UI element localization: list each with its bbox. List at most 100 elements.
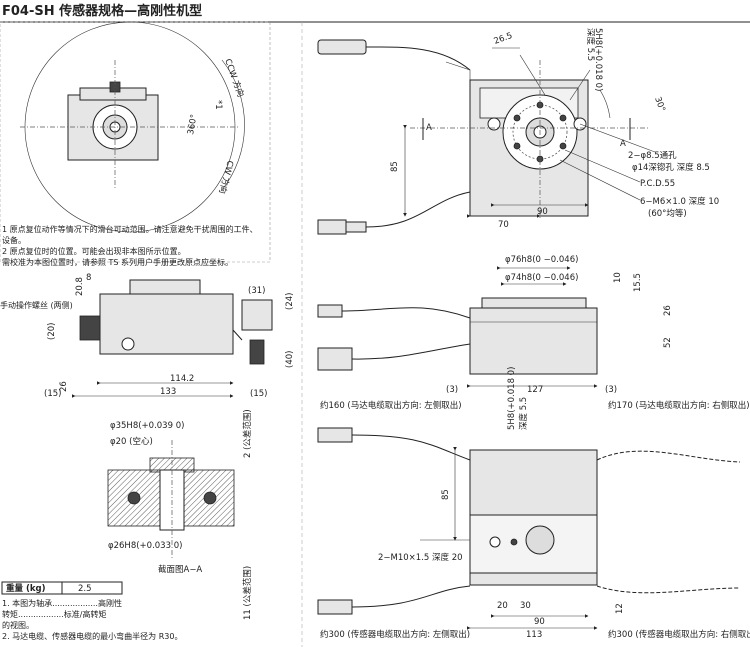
sensor-cable [365,191,471,228]
leader [564,149,641,183]
ccw-label: CCW 方向 [222,57,246,98]
dim-3-right: (3) [605,385,617,395]
section-a-left: A [426,123,432,133]
leader [519,54,546,96]
rotation-view: 360° *1 CCW 方向 CW 方向 [0,21,271,263]
dim-90: 90 [537,207,548,217]
thread-label: 2−M10×1.5 深度 20 [378,552,463,563]
section-a-right: A [620,139,626,149]
dim-26h8: φ26H8(+0.033 0) [108,541,182,551]
callout-holes: 2−φ8.5通孔 [628,150,677,161]
dim-90-bottom: 90 [534,617,545,627]
dim-76: φ76h8(0 −0.046) [505,255,578,265]
front-connector [317,304,343,318]
note-line: 2 原点复位时的位置。可能会出现非本图所示位置。 [2,246,186,256]
bottom-cable-right [596,450,741,463]
dim-133: 133 [160,387,176,397]
tol-11: 11 (公差范围) [242,566,253,620]
dim-12: 12 [615,603,625,614]
dim-127: 127 [527,385,543,395]
dim-30deg: 30° [652,96,667,114]
bottom-connector [317,427,353,443]
section-caption: 截面图A−A [158,564,202,575]
leader [569,69,591,101]
dim-8: 8 [86,273,91,283]
note-line: 的视图。 [2,620,34,630]
dim-10: 10 [613,272,623,283]
dim-35: φ35H8(+0.039 0) [110,421,184,431]
notes-top: 1 原点复位动作等情况下的滑台可动范围。请注意避免干扰周围的工件、 设备。 2 … [2,224,258,267]
callout-pcd: P.C.D.55 [640,179,675,189]
pin-hole [510,538,518,546]
dim-20: (20) [47,323,57,340]
motor-cable [365,46,471,71]
callout-counterbore: φ14深锪孔 深度 8.5 [632,162,710,173]
sensor-connector [317,219,347,235]
dim-74: φ74h8(0 −0.046) [505,273,578,283]
leader [579,123,656,153]
dim-40: (40) [285,351,295,368]
weight-table: 重量 (kg) 2.5 [1,581,123,595]
motor-connector [317,39,367,55]
tol-2: 2 (公差范围) [242,409,253,458]
note-line: 转矩..................标准/高转矩 [2,609,106,619]
dim-52: 52 [663,337,673,348]
cable-left-label: 约160 (马达电缆取出方向: 左侧取出) [320,400,462,411]
sensor-right-label: 约300 (传感器电缆取出方向: 右侧取出) [608,629,750,640]
angle-label: 360° [186,114,199,136]
dim-depth-bottom: 深度 5.5 [518,397,529,430]
dim-20-hollow: φ20 (空心) [110,436,153,447]
callout-m6: 6−M6×1.0 深度 10 [640,196,719,207]
sensor-left-label: 约300 (传感器电缆取出方向: 左侧取出) [320,629,470,640]
dim-20-bottom: 20 [497,601,508,611]
note-line: 设备。 [2,235,26,245]
bottom-sensor-cable-right [596,585,741,594]
note-line: 1. 本图为轴承..................高刚性 [2,598,122,608]
dim-depth: 深度 5.5 [585,28,596,61]
leader [559,159,641,201]
m6-hole [513,142,521,150]
note-line: 需校准为本图位置时，请参照 TS 系列用户手册更改原点应坐标。 [2,257,233,267]
handle-screw [121,337,135,351]
top-view: 30° 26.5 5H8(+0.018 0) 深度 5.5 A A 85 70 … [317,28,719,235]
front-cable [341,307,471,319]
connector-block [241,299,273,331]
rotation-arc [221,59,245,191]
bottom-view: 约160 (马达电缆取出方向: 左侧取出) 约170 (马达电缆取出方向: 右侧… [317,367,750,640]
front-view: φ76h8(0 −0.046) φ74h8(0 −0.046) 10 15.5 … [317,255,673,395]
front-sensor-cable [351,343,471,360]
weight-label: 重量 (kg) [6,583,46,594]
bottom-sensor-cable [351,585,471,608]
connector-side [249,339,265,365]
front-table [481,297,587,309]
dim-30-bottom: 30 [520,601,531,611]
dim-31: (31) [248,286,265,296]
dim-5h8-bottom: 5H8(+0.018 0) [507,367,517,430]
weight-value: 2.5 [78,584,92,594]
m10-hole [489,536,501,548]
m6-hole [513,114,521,122]
pcd-circle [512,104,568,160]
dim-85: 85 [390,161,400,172]
notes-bottom: 1. 本图为轴承..................高刚性 转矩........… [2,598,182,641]
angle-30-arc [599,89,611,119]
side-knob [79,315,101,341]
dim-26: 26 [59,381,69,392]
m6-hole [559,114,567,122]
dim-26-5: 26.5 [493,31,514,47]
section-bearing-left [127,491,141,505]
dim-15-right: (15) [250,389,267,399]
dim-85-bottom: 85 [441,489,451,500]
cw-label: CW 方向 [216,159,235,195]
side-table [129,279,201,295]
handle-label: 手动操作螺丝 (两侧) [0,300,73,310]
side-body [99,293,234,355]
bottom-sensor-connector [317,599,353,615]
angle-mark: *1 [213,100,223,110]
sensor-plug [345,221,367,233]
cable-right-label: 约170 (马达电缆取出方向: 右侧取出) [608,400,750,411]
dim-15-left: (15) [44,389,61,399]
section-bearing-right [203,491,217,505]
m6-hole [559,142,567,150]
